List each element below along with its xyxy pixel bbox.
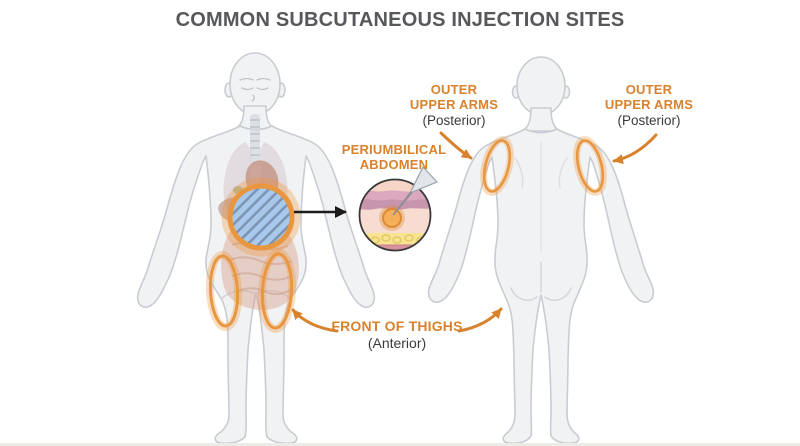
needle-tip (393, 191, 412, 215)
inset-outline (358, 178, 432, 252)
syringe-needle-icon (408, 165, 439, 195)
medication-depot (382, 208, 402, 228)
intestines (221, 227, 299, 310)
anterior-figure (136, 52, 376, 445)
trachea-rings (250, 119, 260, 156)
curved-arrow-thigh-left (291, 308, 339, 333)
label-front-of-thighs: FRONT OF THIGHS (Anterior) (331, 318, 463, 351)
muscle-layer (360, 245, 430, 250)
posterior-figure (427, 56, 655, 445)
page-title: COMMON SUBCUTANEOUS INJECTION SITES (175, 9, 625, 31)
label-outer-upper-arms-left: OUTER UPPER ARMS (Posterior) (409, 82, 499, 128)
curved-arrow-arm-left (439, 131, 473, 160)
arm-injection-site-right (573, 136, 607, 196)
curved-arrow-thigh-right (457, 307, 503, 333)
abdomen-injection-site (221, 177, 301, 257)
body-front (136, 125, 376, 445)
thigh-injection-site-left (205, 251, 243, 331)
abdomen-site-hatch (232, 188, 290, 246)
thigh-injection-site-right (257, 249, 297, 333)
skin-inset-diagram (358, 165, 439, 252)
dermis-layer-lower (360, 199, 430, 210)
dermis-layer-upper (360, 190, 430, 203)
curved-arrow-arm-right (612, 133, 658, 164)
head-back (516, 56, 566, 116)
arm-injection-site-left (480, 136, 514, 196)
label-outer-upper-arms-right: OUTER UPPER ARMS (Posterior) (604, 82, 694, 128)
label-periumbilical-abdomen: PERIUMBILICAL ABDOMEN (341, 142, 447, 172)
back-contours (510, 141, 572, 301)
bottom-edge-line (0, 443, 800, 446)
